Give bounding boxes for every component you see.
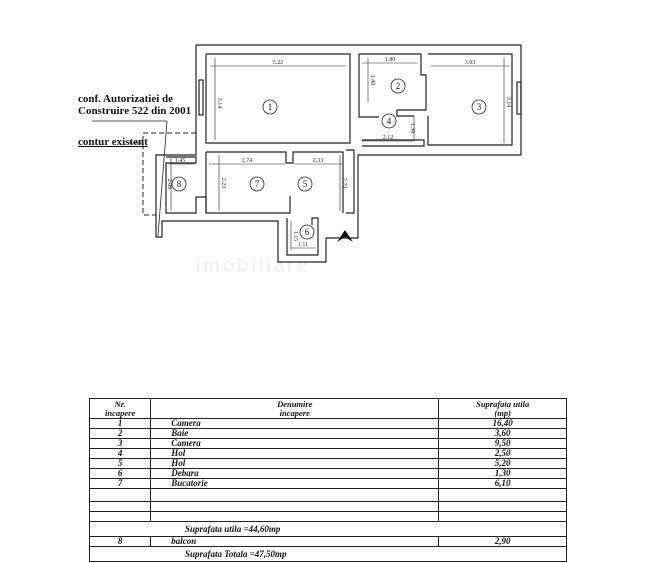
floor-plan: 5.22 3.14 1.80 1.80 3.03 3.14 2.12 1.30 … [92, 44, 522, 263]
room6-wall [286, 217, 319, 256]
room-label-1: 1 [268, 102, 273, 112]
room-label-7: 7 [255, 179, 260, 189]
svg-text:3.03: 3.03 [465, 60, 476, 66]
svg-text:2.33: 2.33 [313, 158, 324, 164]
svg-text:1.30: 1.30 [409, 123, 415, 134]
room-label-4: 4 [387, 116, 392, 126]
table-row-empty [88, 511, 567, 522]
watermark: imobiliare [195, 255, 310, 277]
authorization-note: conf. Autorizatiei de Construire 522 din… [78, 93, 192, 117]
svg-text:1.11: 1.11 [298, 242, 308, 248]
svg-text:1.45: 1.45 [175, 158, 186, 164]
existing-contour-note: contur existent [78, 136, 148, 148]
header-nr: Nr.incapere [88, 398, 152, 419]
svg-text:1.80: 1.80 [385, 57, 396, 63]
inner-wall-lower [206, 151, 344, 213]
existing-contour-dashed [142, 132, 196, 216]
room-label-6: 6 [305, 227, 310, 237]
table-row-empty [88, 488, 567, 502]
svg-text:2.74: 2.74 [242, 158, 253, 164]
useful-area-total: Suprafata utila =44,60mp [89, 521, 567, 537]
outer-wall [155, 44, 522, 263]
svg-text:3.14: 3.14 [216, 98, 222, 109]
room-label-3: 3 [477, 102, 482, 112]
total-area-row: Suprafata Totala =47,50mp [89, 546, 567, 562]
svg-text:1.80: 1.80 [369, 75, 375, 86]
window-right [516, 81, 522, 115]
useful-area-row: Suprafata utila =44,60mp [89, 521, 567, 537]
total-area: Suprafata Totala =47,50mp [89, 546, 567, 562]
table-row-empty [88, 501, 567, 512]
room-label-2: 2 [396, 81, 401, 91]
header-area: Suprafata utila(mp) [438, 398, 567, 419]
room7-wall [205, 152, 291, 214]
svg-text:2.12: 2.12 [383, 135, 394, 141]
right-jamb [346, 149, 355, 214]
inner-wall-room1 [205, 53, 351, 144]
window-left [198, 79, 204, 116]
svg-text:2.23: 2.23 [220, 178, 226, 189]
hall-wall [362, 139, 425, 147]
inner-wall-room3 [427, 53, 513, 146]
svg-text:3.14: 3.14 [505, 97, 511, 108]
inner-wall-room2-left [358, 54, 379, 118]
room-label-8: 8 [177, 179, 182, 189]
room-label-5: 5 [303, 179, 308, 189]
inner-wall-room2 [359, 53, 427, 117]
svg-text:1.15: 1.15 [292, 231, 298, 242]
room8-wall [165, 156, 207, 214]
entrance-arrow-icon [337, 230, 353, 242]
svg-text:2.00: 2.00 [166, 179, 172, 190]
svg-text:5.22: 5.22 [273, 60, 284, 66]
svg-text:2.23: 2.23 [341, 178, 347, 189]
